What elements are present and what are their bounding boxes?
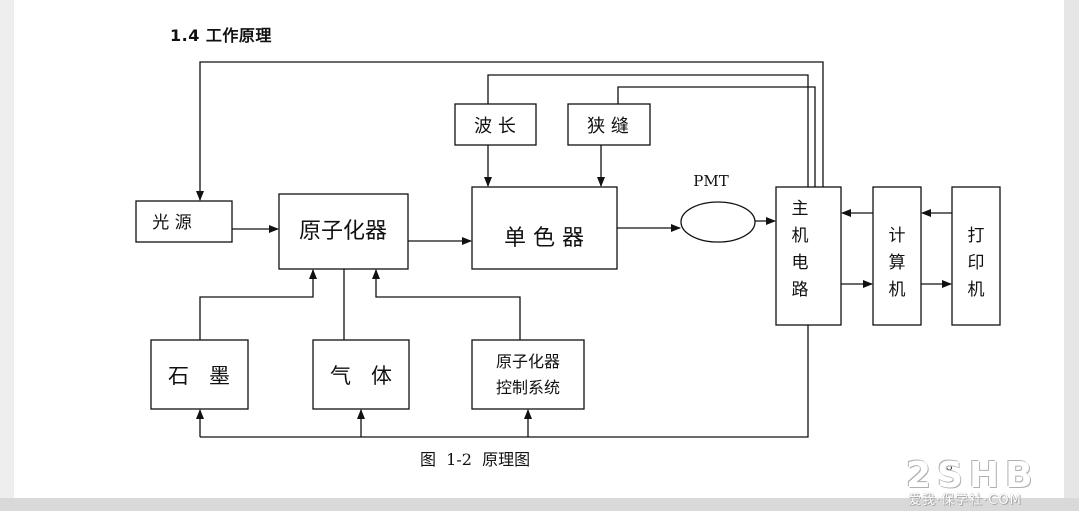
computer-box [872, 186, 922, 326]
control-label-line-2: 控制系统 [496, 378, 560, 397]
site-watermark: 2SHB 爱我·保学社·COM [906, 455, 1074, 508]
watermark-site: 爱我·保学社·COM [908, 493, 1022, 508]
main-circuit-char-3: 电 [792, 253, 809, 273]
wavelength-box [454, 103, 537, 146]
bottom-strip [0, 498, 1079, 511]
arrow-graphite-to-atomizer [199, 269, 317, 340]
printer-char-2: 印 [968, 253, 985, 273]
page-edge [1064, 0, 1079, 511]
main-circuit-char-1: 主 [792, 199, 809, 219]
line-main-to-slit [617, 86, 816, 187]
printer-box [951, 186, 1001, 326]
main-circuit-char-4: 路 [792, 280, 809, 300]
monochromator-label: 单 色 器 [504, 226, 584, 251]
atomizer-label: 原子化器 [299, 219, 387, 244]
main-circuit-char-2: 机 [792, 226, 809, 246]
computer-char-2: 算 [889, 253, 906, 273]
graphite-label: 石 墨 [168, 364, 230, 388]
gas-label: 气 体 [330, 364, 392, 388]
main-circuit-box [775, 186, 842, 326]
figure-caption: 图 1-2 原理图 [420, 450, 531, 469]
pmt-ellipse [680, 201, 756, 243]
section-heading: 1.4 工作原理 [170, 26, 272, 45]
printer-char-3: 机 [968, 280, 985, 300]
light-source-label: 光 源 [152, 213, 191, 233]
control-label-line-1: 原子化器 [496, 352, 560, 371]
printer-char-1: 打 [968, 226, 985, 246]
arrow-main-to-light [196, 61, 824, 201]
slit-label: 狭 缝 [587, 116, 629, 137]
line-main-to-wavelength [487, 74, 809, 187]
pmt-label: PMT [693, 172, 728, 190]
arrow-control-to-atomizer [372, 269, 521, 340]
watermark-logo: 2SHB [906, 455, 1039, 496]
line-main-bottom-bus [200, 325, 809, 438]
slit-box [567, 103, 651, 146]
atomizer-box [278, 193, 409, 270]
page-number: 13 [940, 462, 953, 473]
light-source-box [135, 200, 233, 243]
computer-char-3: 机 [889, 280, 906, 300]
atomizer-control-box [471, 339, 585, 410]
wavelength-label: 波 长 [474, 116, 516, 137]
computer-char-1: 计 [889, 226, 906, 246]
graphite-box [150, 339, 249, 410]
